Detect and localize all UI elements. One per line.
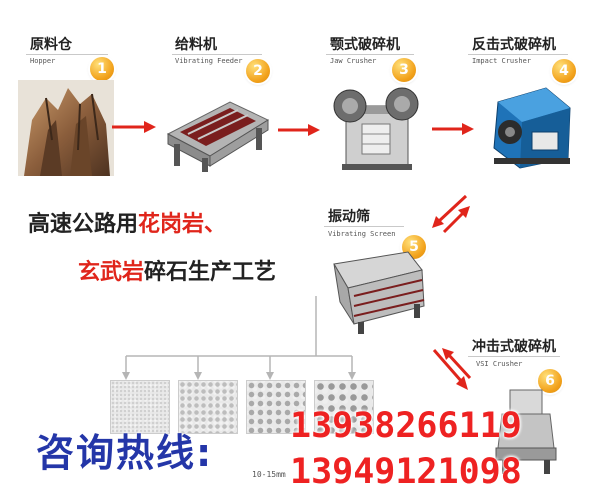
product-sample-1 — [110, 380, 170, 434]
stage-1-subtitle: Hopper — [30, 57, 56, 65]
hotline-label: 咨询热线: — [36, 431, 214, 475]
stage-2-subtitle: Vibrating Feeder — [175, 57, 243, 65]
headline-line-1: 高速公路用花岗岩、 — [28, 206, 226, 238]
vibrating-screen-image — [333, 251, 425, 334]
flow-arrow-3-4 — [432, 123, 474, 135]
stage-4-underline — [468, 54, 568, 55]
hotline-phone-1[interactable]: 13938266119 — [290, 406, 522, 446]
stage-4-title: 反击式破碎机 — [472, 37, 556, 53]
headline-line-2-red: 玄武岩 — [78, 260, 145, 285]
hopper-rock-image — [18, 80, 114, 176]
hotline-phone-2[interactable]: 13949121098 — [290, 452, 522, 492]
stage-6-underline — [468, 356, 560, 357]
product-sample-3 — [246, 380, 306, 434]
flow-arrows-5-6 — [432, 348, 472, 390]
stage-6-title: 冲击式破碎机 — [472, 339, 556, 355]
stage-2-underline — [172, 54, 262, 55]
stage-1-title: 原料仓 — [30, 37, 72, 53]
stage-4-subtitle: Impact Crusher — [472, 57, 532, 65]
stage-3-subtitle: Jaw Crusher — [330, 57, 377, 65]
stage-6-number-badge: 6 — [538, 369, 562, 393]
stage-5-title: 振动筛 — [328, 209, 370, 225]
stage-5-subtitle: Vibrating Screen — [328, 230, 396, 238]
stage-3-underline — [326, 54, 414, 55]
vsi-crusher-image — [495, 389, 557, 474]
impact-crusher-image — [493, 87, 571, 169]
stage-4-number-badge: 4 — [552, 59, 576, 83]
product-sample-3-size-label: 10-15mm — [252, 470, 286, 479]
stage-1-underline — [26, 54, 108, 55]
stage-2-title: 给料机 — [175, 37, 217, 53]
product-distribution-lines — [122, 296, 356, 380]
product-sample-4 — [314, 380, 374, 434]
headline-line-1-red: 花岗岩、 — [138, 212, 227, 237]
headline-line-2-black: 碎石生产工艺 — [144, 260, 277, 285]
headline-line-2: 玄武岩碎石生产工艺 — [78, 254, 276, 286]
flow-arrow-2-3 — [278, 124, 320, 136]
headline-line-1-black: 高速公路用 — [28, 212, 139, 237]
flow-arrows-4-5 — [432, 194, 470, 234]
flow-arrow-1-2 — [112, 121, 156, 133]
stage-2-number-badge: 2 — [246, 59, 270, 83]
stage-6-subtitle: VSI Crusher — [476, 360, 523, 368]
stage-5-underline — [324, 226, 404, 227]
product-sample-2 — [178, 380, 238, 434]
vibrating-feeder-image — [166, 101, 270, 172]
jaw-crusher-image — [333, 87, 419, 170]
stage-1-number-badge: 1 — [90, 57, 114, 81]
stage-3-title: 颚式破碎机 — [330, 37, 400, 53]
stage-3-number-badge: 3 — [392, 58, 416, 82]
